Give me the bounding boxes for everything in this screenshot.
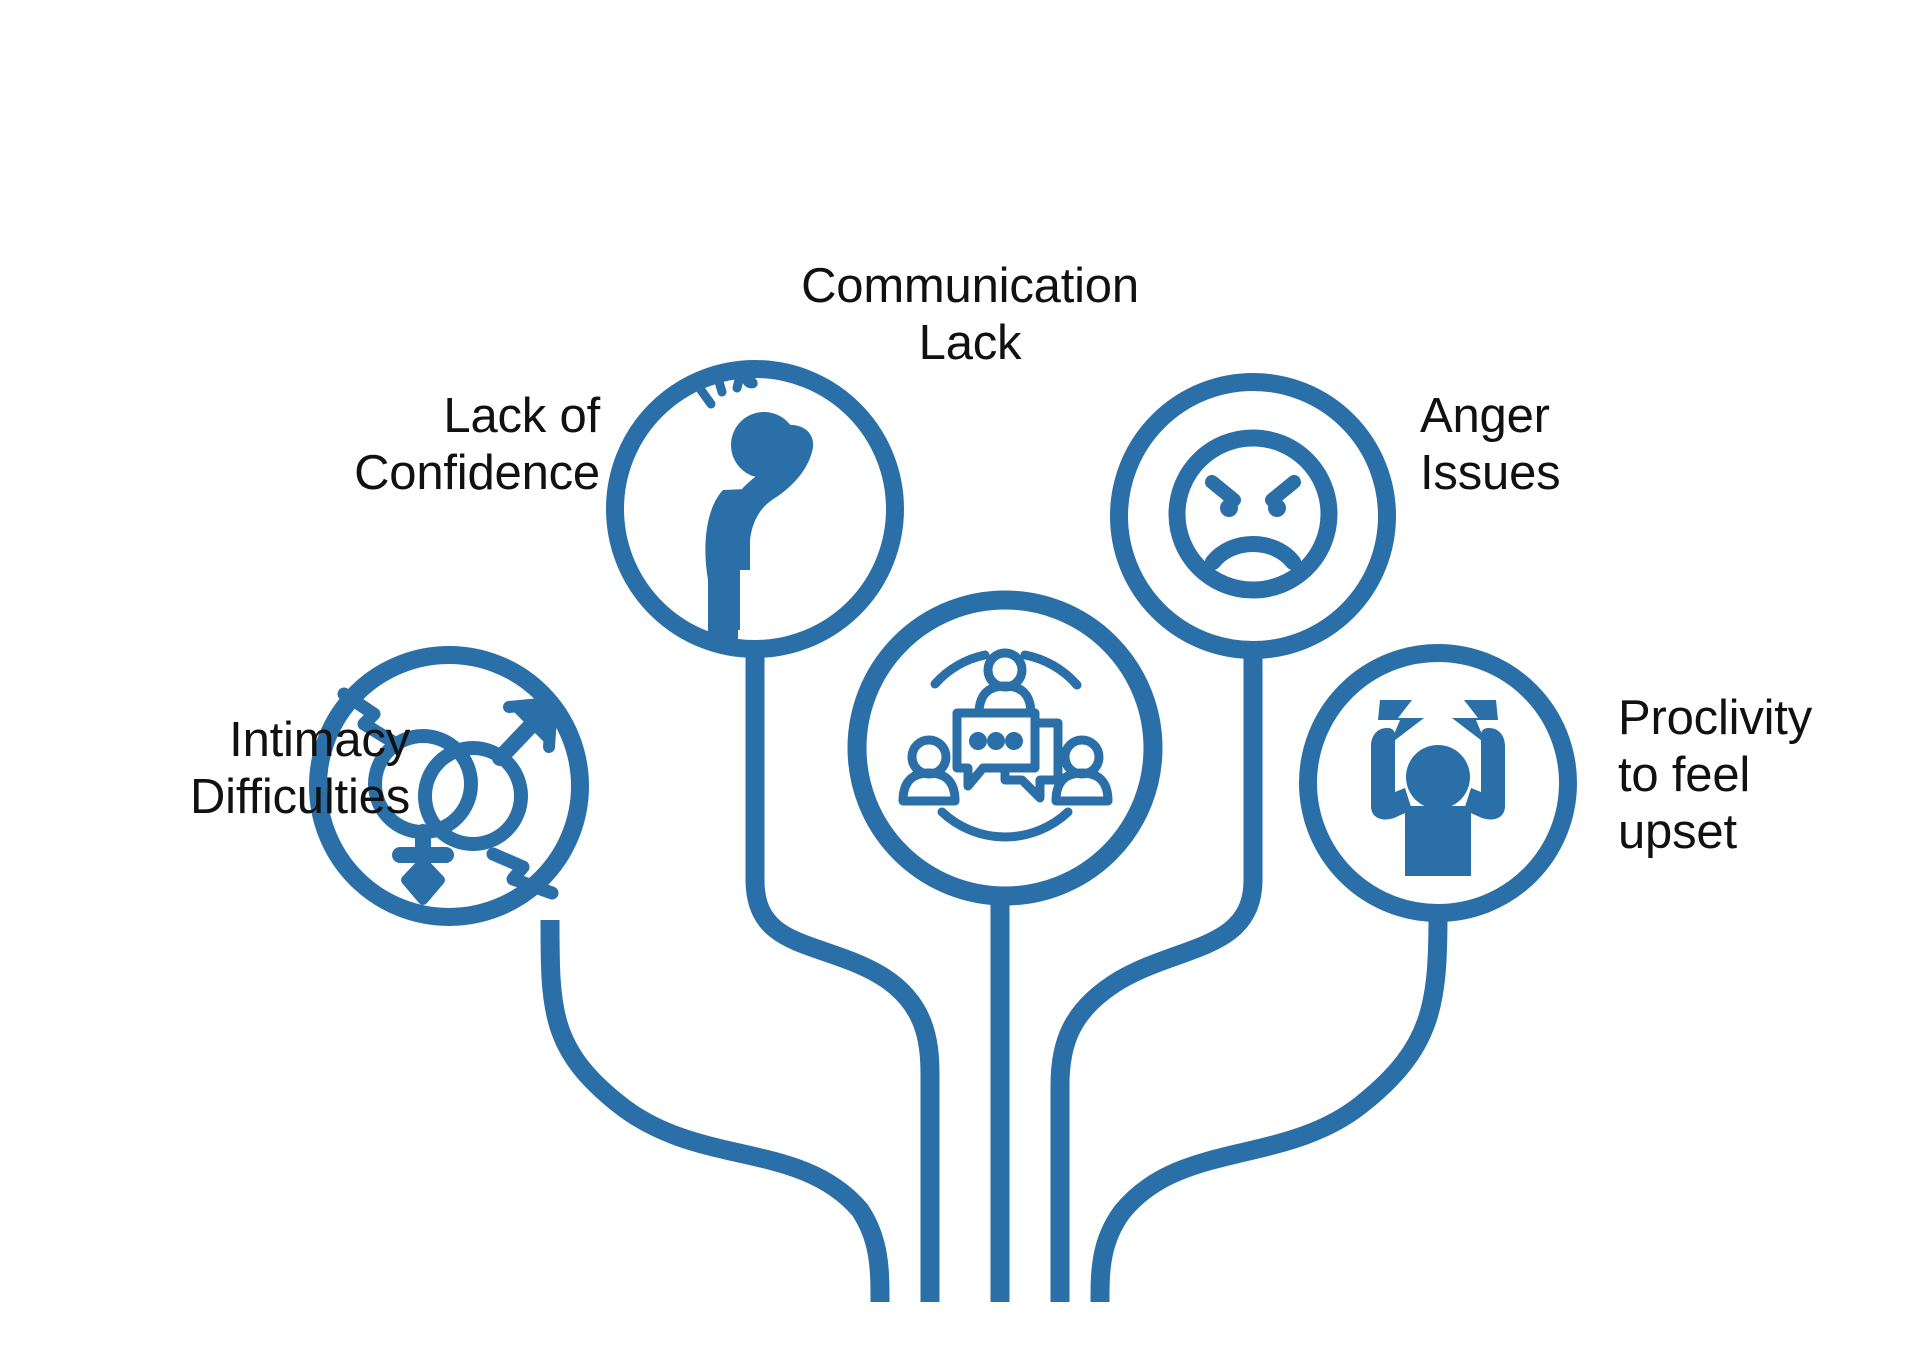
stem-intimacy — [540, 919, 890, 1303]
node-anger[interactable] — [1110, 373, 1396, 659]
stem-proclivity — [1090, 914, 1448, 1303]
stem-anger — [1050, 650, 1263, 1302]
people-speech-bubbles-icon — [898, 648, 1113, 842]
label-intimacy: Intimacy Difficulties — [190, 713, 410, 824]
node-circle-anger[interactable] — [1110, 373, 1396, 659]
stem-confidence — [745, 650, 940, 1302]
node-intimacy[interactable] — [309, 646, 589, 926]
node-communication[interactable] — [847, 590, 1163, 906]
slumped-person-stress-icon — [696, 367, 814, 652]
label-proclivity: Proclivity to feel upset — [1618, 691, 1813, 859]
label-anger: Anger Issues — [1420, 389, 1561, 500]
branch-stems — [540, 650, 1448, 1303]
gender-symbols-lightning-icon — [337, 687, 559, 905]
node-circle-intimacy[interactable] — [309, 646, 589, 926]
angry-face-icon — [1168, 429, 1338, 599]
label-communication: Communication Lack — [801, 259, 1139, 370]
person-lightning-upset-icon — [1371, 700, 1505, 876]
node-proclivity[interactable] — [1299, 644, 1577, 922]
node-confidence[interactable] — [606, 360, 904, 658]
label-confidence: Lack of Confidence — [354, 389, 600, 500]
